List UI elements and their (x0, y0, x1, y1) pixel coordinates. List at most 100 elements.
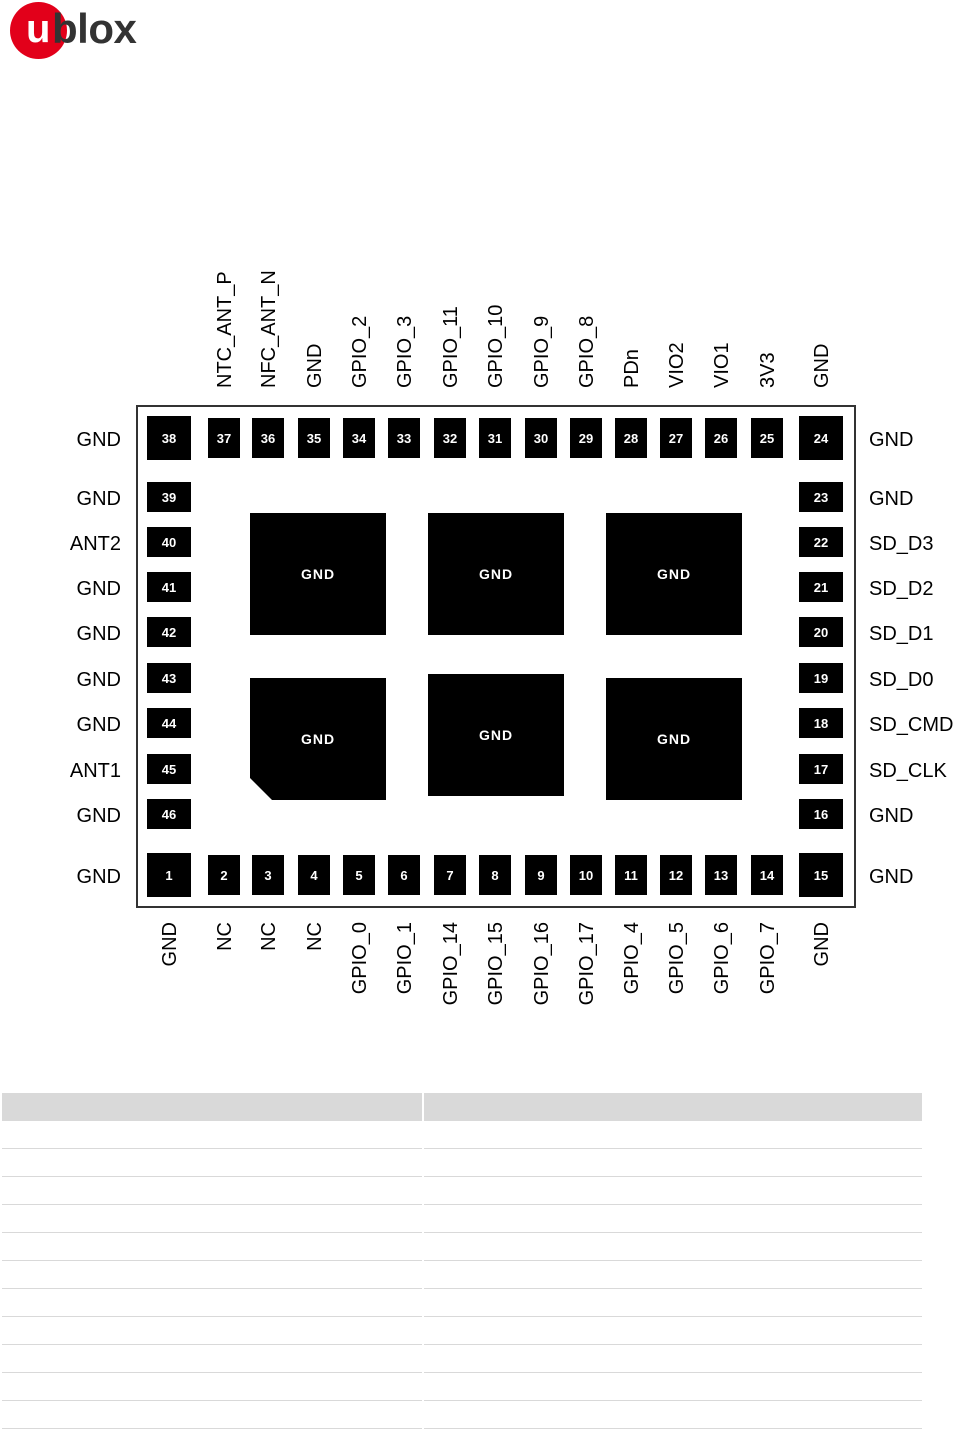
pin-pad (298, 418, 330, 458)
table-cell (423, 1400, 922, 1429)
pin-description-table (2, 1093, 922, 1429)
pin-pad (479, 855, 511, 895)
pad-shape (250, 678, 386, 800)
pin-pad (799, 708, 843, 738)
right-pin-label: GND (869, 866, 913, 888)
bottom-pin-label: GPIO_1 (394, 922, 416, 994)
pin-pad (147, 482, 191, 512)
pin-pad (147, 853, 191, 897)
pin-30: 30 (525, 418, 557, 458)
pin-14: 14 (751, 855, 783, 895)
right-pin-label: GND (869, 429, 913, 451)
table-cell (423, 1344, 922, 1373)
table-cell (2, 1260, 424, 1289)
pin-5: 5 (343, 855, 375, 895)
pin-19: 19 (799, 663, 843, 693)
bottom-pin-label: GPIO_7 (757, 922, 779, 994)
bottom-pin-label: GPIO_5 (666, 922, 688, 994)
bottom-pin-label: GPIO_14 (440, 922, 462, 1005)
top-pin-label: 3V3 (757, 352, 779, 388)
top-pin-label: GPIO_3 (394, 316, 416, 388)
pin-number: 38 (162, 431, 176, 446)
pin-27: 27 (660, 418, 692, 458)
pin-12: 12 (660, 855, 692, 895)
pin-pad (343, 418, 375, 458)
right-pin-label: SD_D3 (869, 533, 933, 555)
top-pin-label: VIO1 (711, 342, 733, 388)
pin-pad (298, 855, 330, 895)
pin-25: 25 (751, 418, 783, 458)
pin-6: 6 (388, 855, 420, 895)
pin-number: 16 (814, 807, 828, 822)
pad-label: GND (657, 566, 691, 582)
pin-pad (799, 754, 843, 784)
pin-24: 24 (799, 416, 843, 460)
pin-pad (799, 663, 843, 693)
left-pin-label: GND (77, 805, 121, 827)
pin-pad (208, 418, 240, 458)
pin-number: 9 (537, 868, 544, 883)
center-gnd-pad: GND (250, 513, 386, 635)
pin-number: 34 (352, 431, 367, 446)
table-row (2, 1176, 922, 1205)
table-row (2, 1204, 922, 1233)
table-cell (423, 1176, 922, 1205)
pin-number: 43 (162, 671, 176, 686)
pin-26: 26 (705, 418, 737, 458)
pin-number: 12 (669, 868, 683, 883)
pad-shape (606, 513, 742, 635)
pin-46: 46 (147, 799, 191, 829)
table-cell (2, 1232, 424, 1261)
pad-label: GND (657, 731, 691, 747)
pin-number: 14 (760, 868, 775, 883)
pin-number: 41 (162, 580, 176, 595)
left-pin-label: GND (77, 623, 121, 645)
table-cell (2, 1121, 424, 1149)
center-gnd-pad: GND (428, 674, 564, 796)
pin-8: 8 (479, 855, 511, 895)
right-pin-label: GND (869, 488, 913, 510)
pin-pad (343, 855, 375, 895)
pin-pad (615, 855, 647, 895)
left-pin-label: GND (77, 669, 121, 691)
pad-label: GND (301, 566, 335, 582)
bottom-pin-label: GND (159, 922, 181, 966)
pin-number: 33 (397, 431, 411, 446)
table-header-row (2, 1093, 922, 1121)
pin-35: 35 (298, 418, 330, 458)
table-cell (2, 1316, 424, 1345)
pin-number: 13 (714, 868, 728, 883)
pin-pad (570, 855, 602, 895)
table-cell (423, 1260, 922, 1289)
pin-pad (147, 799, 191, 829)
table-header-cell (2, 1093, 424, 1121)
pin-44: 44 (147, 708, 191, 738)
table-cell (2, 1176, 424, 1205)
pin-36: 36 (252, 418, 284, 458)
top-pin-label: GND (811, 344, 833, 388)
ublox-logo: u blox (10, 2, 170, 62)
center-gnd-pad: GND (250, 678, 386, 800)
top-pin-label: GND (304, 344, 326, 388)
pin-pad (147, 754, 191, 784)
right-pin-label: SD_D1 (869, 623, 933, 645)
pin-13: 13 (705, 855, 737, 895)
pin-42: 42 (147, 617, 191, 647)
pin-number: 29 (579, 431, 593, 446)
pin-pad (252, 855, 284, 895)
bottom-pin-label: GPIO_4 (621, 922, 643, 994)
right-pin-label: SD_D2 (869, 578, 933, 600)
pin-pad (799, 617, 843, 647)
top-pin-label: PDn (621, 349, 643, 388)
pin-1: 1 (147, 853, 191, 897)
pad-shape (428, 513, 564, 635)
pin-number: 18 (814, 716, 828, 731)
pin-number: 17 (814, 762, 828, 777)
bottom-pin-label: GPIO_16 (531, 922, 553, 1005)
pin-pad (799, 416, 843, 460)
pin-number: 40 (162, 535, 176, 550)
table-header-cell (423, 1093, 922, 1121)
pin-number: 4 (310, 868, 318, 883)
pin-31: 31 (479, 418, 511, 458)
